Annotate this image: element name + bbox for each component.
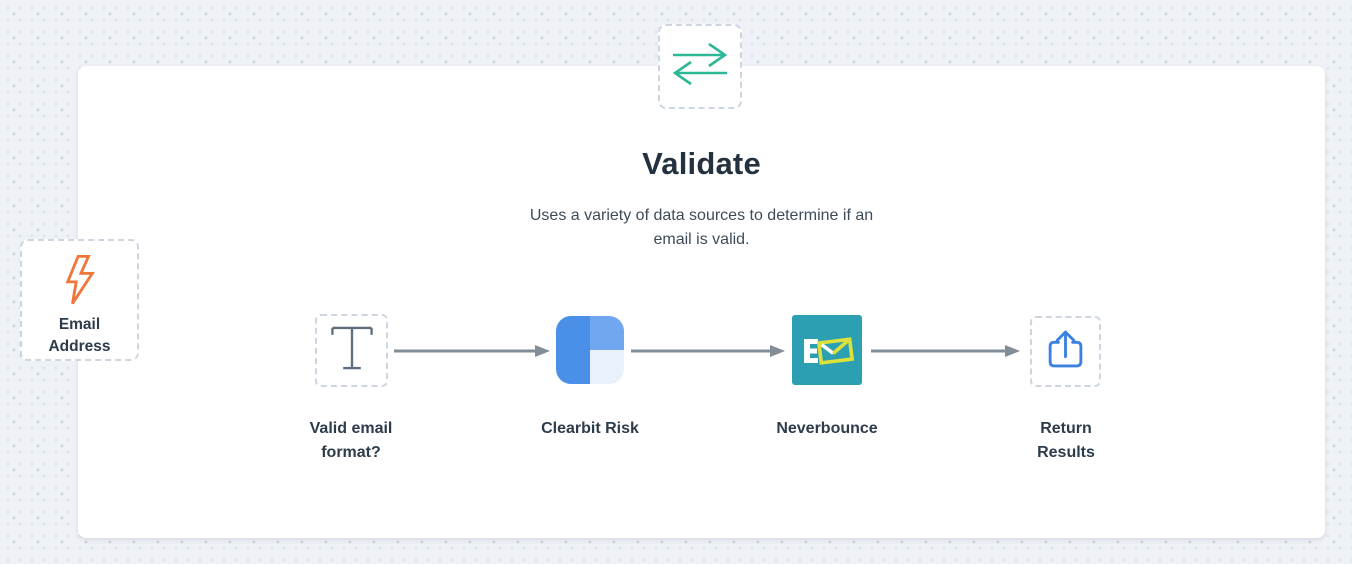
trigger-label-line2: Address: [48, 338, 111, 355]
step-node-clearbit-risk[interactable]: [556, 316, 624, 384]
page-subtitle-line2: email is valid.: [653, 231, 750, 248]
step-label-neverbounce: Neverbounce: [747, 417, 907, 441]
trigger-label: Email Address: [48, 314, 110, 358]
neverbounce-logo: [792, 315, 862, 389]
trigger-label-line1: Email: [58, 316, 101, 333]
connector-arrow-1: [394, 345, 550, 357]
step-label-line: format?: [321, 444, 381, 461]
step-node-return-results[interactable]: [1030, 316, 1101, 387]
connector-arrow-2: [631, 345, 785, 357]
share-icon: [1045, 329, 1086, 375]
step-label-valid-email-format: Valid email format?: [271, 417, 431, 465]
step-label-line: Clearbit Risk: [541, 420, 639, 437]
step-label-line: Neverbounce: [776, 420, 878, 437]
connector-arrow-3: [871, 345, 1020, 357]
workflow-action-icon-box[interactable]: [658, 24, 742, 109]
workflow-card: [78, 66, 1325, 538]
step-label-line: Return: [1040, 420, 1092, 437]
text-format-icon: [330, 326, 374, 376]
step-label-clearbit-risk: Clearbit Risk: [510, 417, 670, 441]
lightning-bolt-icon: [63, 254, 97, 311]
step-label-line: Valid email: [309, 420, 393, 437]
page-title: Validate: [642, 146, 761, 181]
page-subtitle-line1: Uses a variety of data sources to determ…: [529, 207, 874, 224]
step-node-neverbounce[interactable]: [792, 315, 862, 385]
page-subtitle: Uses a variety of data sources to determ…: [0, 204, 1352, 252]
trigger-node-email-address[interactable]: Email Address: [20, 239, 139, 361]
step-label-line: Results: [1037, 444, 1095, 461]
swap-arrows-icon: [670, 42, 730, 91]
step-node-valid-email-format[interactable]: [315, 314, 388, 387]
step-label-return-results: Return Results: [986, 417, 1146, 465]
